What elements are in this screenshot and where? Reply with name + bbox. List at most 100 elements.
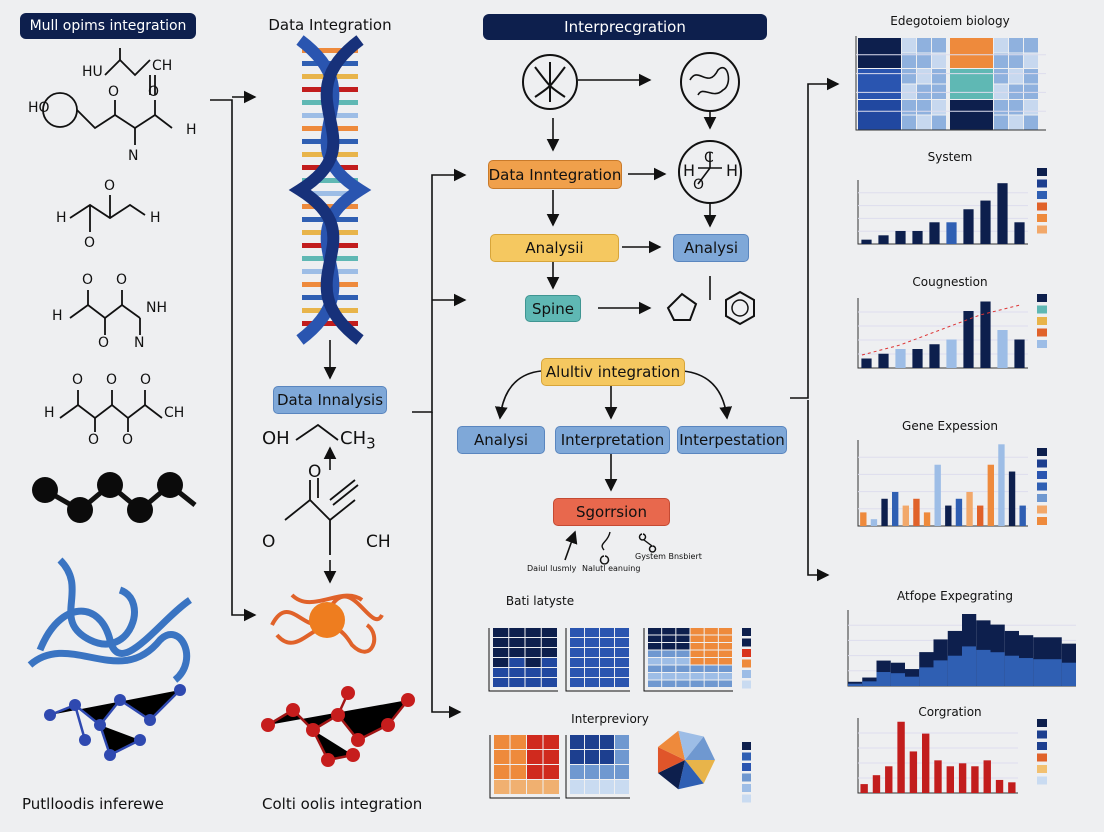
heatmap-cell — [600, 628, 614, 637]
atom-label: O — [98, 335, 110, 351]
heatmap-cell — [994, 115, 1008, 130]
pie-slice — [685, 760, 715, 784]
heatmap-cell — [600, 678, 614, 687]
heatmap-cell — [541, 668, 557, 677]
heatmap-cell — [704, 673, 718, 680]
area-segment — [933, 660, 948, 686]
heatmap-cell — [615, 668, 629, 677]
atom-label: N — [128, 148, 139, 164]
heatmap-cell — [510, 750, 526, 764]
flow-header: Interprecgration — [483, 14, 767, 40]
heatmap-cell — [1024, 69, 1038, 84]
pie-slice — [657, 746, 685, 774]
bar — [1014, 339, 1025, 368]
heatmap-cell — [1009, 69, 1023, 84]
heatmap-cell — [494, 765, 510, 779]
heatmap-cell — [917, 100, 931, 115]
heatmap-cell — [570, 628, 584, 637]
legend-swatch — [1037, 340, 1047, 348]
heatmap-cell — [615, 648, 629, 657]
heatmap-cell — [493, 628, 509, 637]
heatmap-cell — [493, 658, 509, 667]
heatmap-cell — [662, 665, 676, 672]
heatmap-cell — [648, 665, 662, 672]
heatmap-cell — [615, 658, 629, 667]
heatmap-cell — [676, 650, 690, 657]
dna-rung — [302, 178, 358, 183]
chart-axis — [855, 36, 1046, 131]
heatmap-cell — [585, 765, 599, 779]
branch-interpretation-box[interactable]: Interpretation — [555, 426, 670, 454]
heatmap-cell — [662, 680, 676, 687]
heatmap-cell — [543, 765, 559, 779]
heatmap-cell — [509, 638, 525, 647]
heatmap-cell — [543, 735, 559, 749]
heatmap-cell — [932, 69, 946, 84]
heatmap-cell — [1009, 38, 1023, 53]
heatmap-cell — [585, 638, 599, 647]
heatmap-cell — [718, 665, 732, 672]
heatmap-cell — [917, 53, 931, 68]
legend-swatch — [1037, 202, 1047, 211]
heatmap-axis — [565, 628, 630, 692]
branch-interpestation-box[interactable]: Interpestation — [677, 426, 787, 454]
atom-label: O — [88, 432, 100, 448]
legend-swatch — [1037, 448, 1047, 456]
heatmap-cell — [493, 638, 509, 647]
heatmap-cell — [932, 53, 946, 68]
atom-label: HU — [82, 64, 103, 80]
sgorrsion-box[interactable]: Sgorrsion — [553, 498, 670, 526]
area-segment — [1061, 662, 1076, 686]
branch-analysis-box[interactable]: Analysi — [457, 426, 545, 454]
chart4-title: Gene Expession — [902, 419, 998, 433]
heatmap-cell — [585, 750, 599, 764]
atom-label: H — [150, 210, 161, 226]
pentagon-icon — [666, 290, 755, 326]
pie-slice — [678, 730, 704, 760]
heatmap-cell — [648, 650, 662, 657]
bar — [895, 349, 906, 368]
bar — [878, 353, 889, 368]
heatmap-axis — [489, 735, 560, 799]
atom-label: H — [186, 122, 197, 138]
heatmap-cell — [570, 735, 584, 749]
atom-label: O — [140, 372, 152, 388]
heatmap-cell — [662, 673, 676, 680]
legend-swatch — [1037, 168, 1047, 176]
analysis-yellow-box[interactable]: Analysii — [490, 234, 619, 262]
legend-swatch — [742, 763, 751, 771]
protein-icon — [270, 593, 384, 654]
dna-column-title: Data Integration — [268, 16, 392, 34]
heatmap-cell — [510, 780, 526, 794]
atom-label: O — [84, 235, 96, 251]
heatmap-cell — [600, 750, 614, 764]
multi-integration-box[interactable]: Alultiv integration — [541, 358, 685, 386]
spine-box[interactable]: Spine — [525, 295, 581, 322]
heatmap-cell — [690, 643, 704, 650]
legend-swatch — [1037, 317, 1047, 325]
cross-symbol-icon — [522, 54, 578, 110]
heatmap-cell — [718, 650, 732, 657]
heatmap-cell — [509, 648, 525, 657]
heatmap-cell — [690, 680, 704, 687]
heatmap-cell — [676, 680, 690, 687]
area-segment — [962, 646, 977, 686]
pie-slice — [657, 730, 685, 760]
heatmap-cell — [704, 650, 718, 657]
heatmap-cell — [1024, 100, 1038, 115]
heatmap-block — [950, 38, 993, 68]
heatmap-cell — [648, 643, 662, 650]
atom-label: O — [116, 272, 128, 288]
heatmap-cell — [600, 735, 614, 749]
analysis-blue-box[interactable]: Analysi — [673, 234, 749, 262]
data-integration-box[interactable]: Data Inntegration — [488, 160, 622, 189]
atom-label: O — [308, 462, 322, 482]
bar — [934, 760, 942, 793]
heatmap-cell — [615, 750, 629, 764]
heatmap-cell — [600, 668, 614, 677]
trend-line — [861, 304, 1021, 356]
legend-swatch — [742, 638, 751, 647]
bar — [958, 763, 967, 793]
data-analysis-box[interactable]: Data Innalysis — [273, 386, 387, 414]
